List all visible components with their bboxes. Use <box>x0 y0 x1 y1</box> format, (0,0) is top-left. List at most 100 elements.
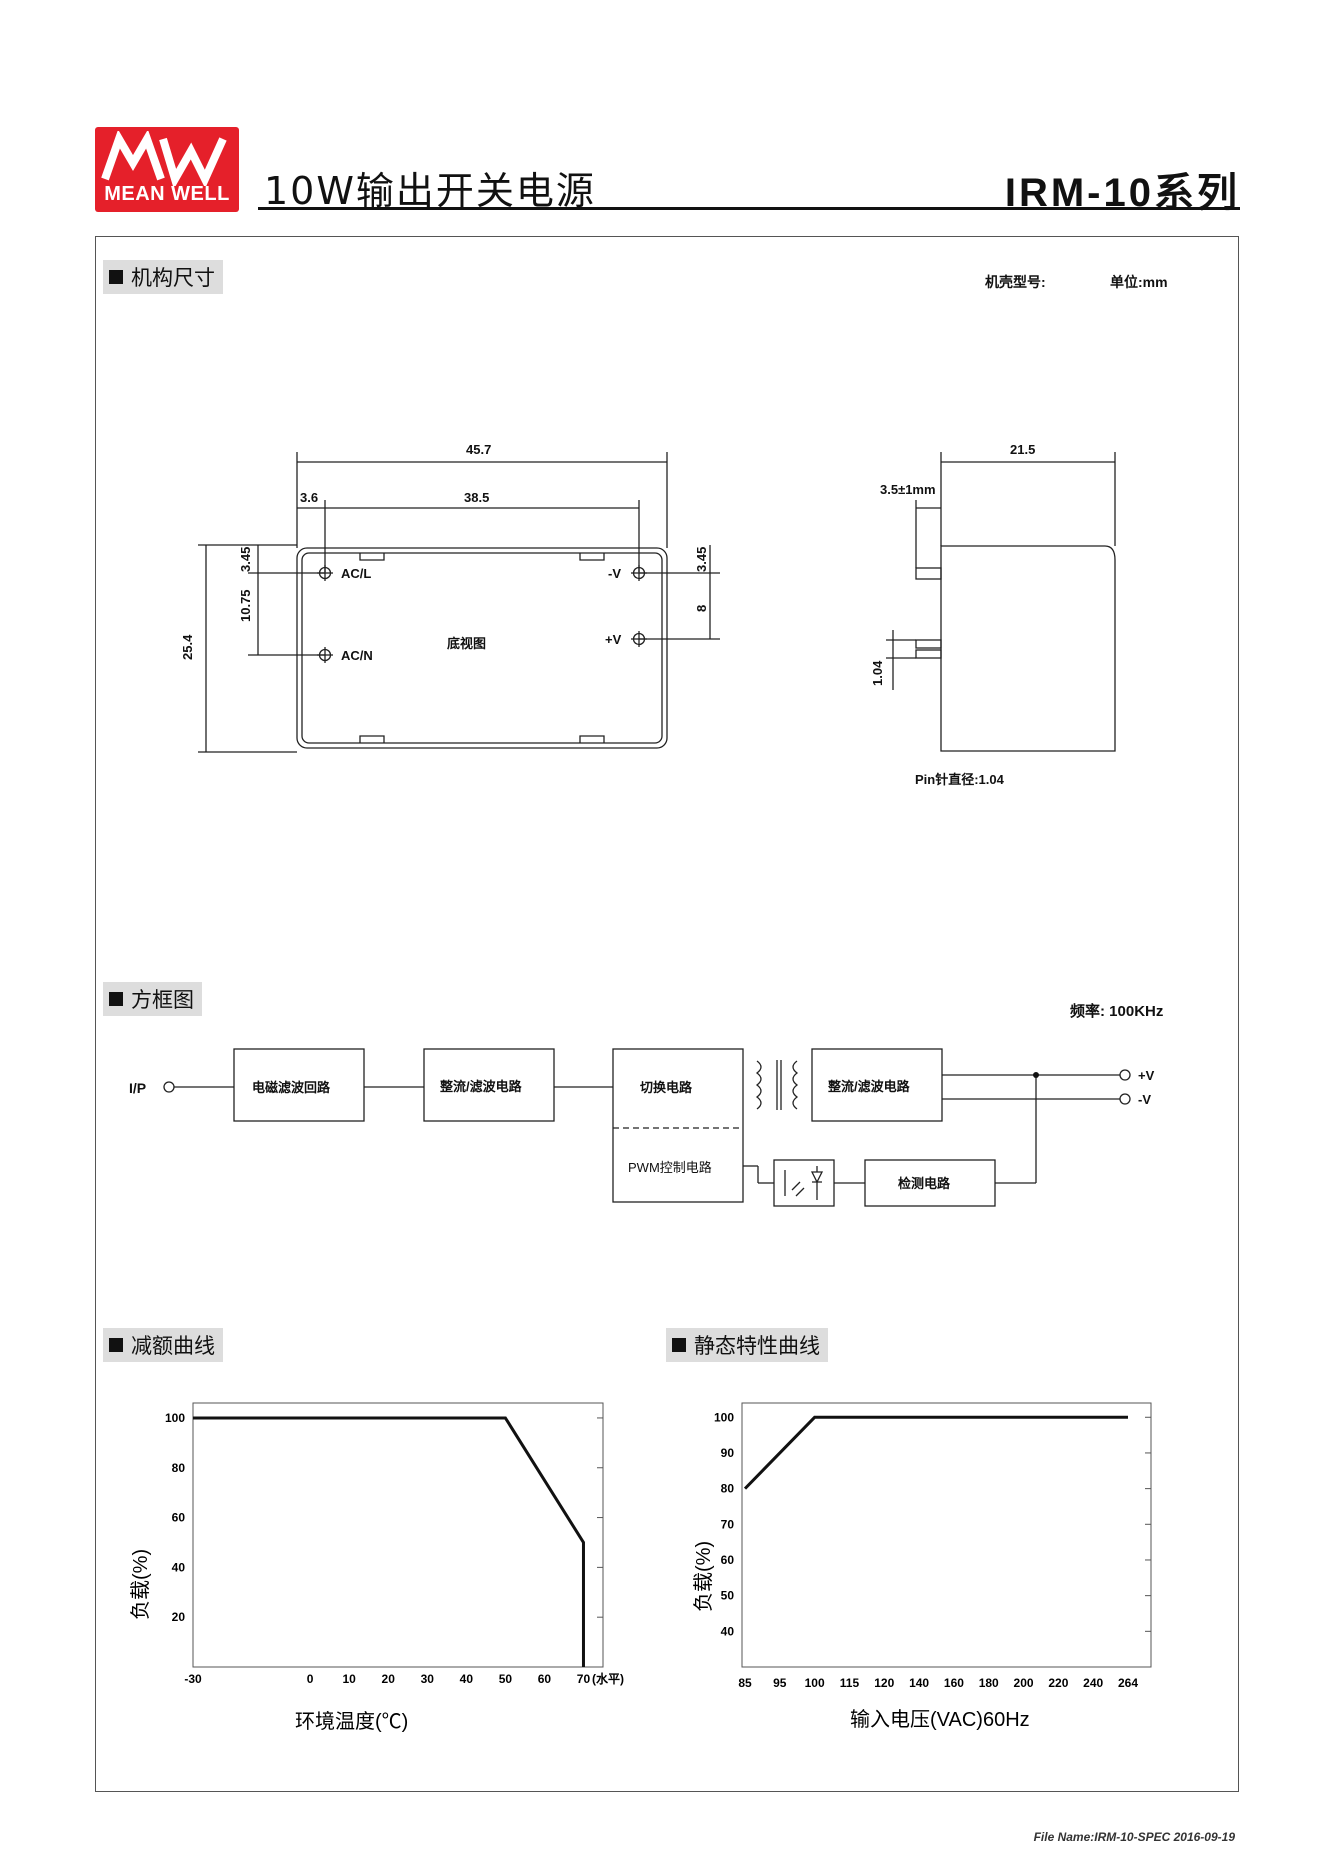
dim-edge: 3.6 <box>300 490 318 505</box>
derating-xtick: 60 <box>538 1672 552 1686</box>
block-emi <box>233 1048 365 1122</box>
section-title: 静态特性曲线 <box>694 1334 820 1358</box>
static-plot-area <box>741 1402 1152 1668</box>
bottom-view-label: 底视图 <box>447 636 486 651</box>
static-ytick: 80 <box>721 1482 735 1496</box>
derating-ytick: 40 <box>172 1560 186 1574</box>
section-title: 减额曲线 <box>131 1334 215 1358</box>
section-mechanical-header: 机构尺寸 <box>103 260 223 294</box>
block-rect2 <box>811 1048 943 1122</box>
switch-label: 切换电路 <box>640 1080 693 1095</box>
pin-label-vpos: +V <box>605 632 622 647</box>
block-rect1 <box>423 1048 555 1122</box>
static-xtick: 120 <box>874 1676 894 1690</box>
section-block-header: 方框图 <box>103 982 202 1016</box>
static-ytick: 40 <box>721 1624 735 1638</box>
rect1-label: 整流/滤波电路 <box>439 1079 523 1094</box>
derating-xlabel: 环境温度(℃) <box>295 1710 408 1733</box>
mean-well-logo: MEAN WELL <box>95 127 239 212</box>
static-xtick: 100 <box>805 1676 825 1690</box>
derating-ytick: 60 <box>172 1511 186 1525</box>
dim-pitch: 38.5 <box>464 490 489 505</box>
pwm-label: PWM控制电路 <box>628 1160 712 1175</box>
static-xtick: 160 <box>944 1676 964 1690</box>
static-xtick: 85 <box>738 1676 752 1690</box>
section-title: 机构尺寸 <box>131 266 215 290</box>
section-title: 方框图 <box>131 988 194 1012</box>
derating-xtick: 20 <box>382 1672 396 1686</box>
static-series-line <box>743 1415 1128 1490</box>
dim-top: 3.45 <box>238 547 253 572</box>
logo-text: MEAN WELL <box>104 183 230 205</box>
static-ytick: 50 <box>721 1589 735 1603</box>
content-frame <box>95 236 1239 1792</box>
static-ylabel: 负载(%) <box>692 1541 715 1612</box>
bullet-square-icon <box>109 992 123 1006</box>
static-xtick: 115 <box>840 1676 860 1690</box>
unit-label: 单位:mm <box>1110 274 1168 290</box>
derating-xtick: 0 <box>307 1672 314 1686</box>
pin-diameter-note: Pin针直径:1.04 <box>915 772 1005 787</box>
dim-height: 25.4 <box>180 634 195 660</box>
static-ytick: 100 <box>714 1410 734 1424</box>
static-ytick: 90 <box>721 1446 735 1460</box>
dim-ac-gap: 10.75 <box>238 589 253 622</box>
vpos-label: +V <box>1138 1068 1155 1083</box>
derating-ytick: 80 <box>172 1461 186 1475</box>
derating-xtick: 40 <box>460 1672 474 1686</box>
static-xtick: 95 <box>773 1676 787 1690</box>
bottom-view-inner <box>301 552 663 744</box>
derating-xtick: 70 <box>577 1672 591 1686</box>
dim-pin-length: 3.5±1mm <box>880 482 936 497</box>
case-label: 机壳型号: <box>985 274 1046 290</box>
bullet-square-icon <box>109 1338 123 1352</box>
dim-side-depth: 21.5 <box>1010 442 1035 457</box>
derating-xtick: -30 <box>184 1672 202 1686</box>
frequency-label: 频率: 100KHz <box>1070 1003 1164 1020</box>
pin-label-acl: AC/L <box>341 566 371 581</box>
dim-width: 45.7 <box>466 442 491 457</box>
side-view-body <box>940 545 1116 752</box>
derating-xtick: 30 <box>421 1672 435 1686</box>
page-title: 10W输出开关电源 <box>264 169 596 213</box>
static-xlabel: 输入电压(VAC)60Hz <box>850 1708 1030 1731</box>
transformer-secondary <box>792 1060 799 1110</box>
mw-logo-icon <box>101 131 227 186</box>
static-xtick: 180 <box>979 1676 999 1690</box>
static-xtick: 264 <box>1118 1676 1138 1690</box>
bullet-square-icon <box>109 270 123 284</box>
derating-series-line <box>193 1416 585 1667</box>
static-xtick: 140 <box>909 1676 929 1690</box>
header-rule <box>258 207 1240 210</box>
bottom-view-body <box>296 547 668 749</box>
transformer-primary <box>755 1060 762 1110</box>
footer-file-info: File Name:IRM-10-SPEC 2016-09-19 <box>1033 1830 1235 1844</box>
rect2-label: 整流/滤波电路 <box>827 1079 911 1094</box>
block-switch-pwm <box>612 1048 744 1203</box>
static-ytick: 60 <box>721 1553 735 1567</box>
static-xtick: 220 <box>1048 1676 1068 1690</box>
static-xtick: 240 <box>1083 1676 1103 1690</box>
detect-label: 检测电路 <box>898 1176 951 1191</box>
vneg-label: -V <box>1138 1092 1151 1107</box>
section-derating-header: 减额曲线 <box>103 1328 223 1362</box>
derating-xtick: 10 <box>343 1672 357 1686</box>
pin-label-vneg: -V <box>608 566 621 581</box>
bullet-square-icon <box>672 1338 686 1352</box>
emi-label: 电磁滤波回路 <box>252 1080 331 1095</box>
static-xtick: 200 <box>1014 1676 1034 1690</box>
derating-ylabel: 负载(%) <box>129 1549 152 1620</box>
derating-xaxis-note: (水平) <box>592 1671 624 1686</box>
dim-v-gap: 8 <box>694 605 709 612</box>
ip-label: I/P <box>129 1080 146 1096</box>
static-ytick: 70 <box>721 1517 735 1531</box>
section-static-header: 静态特性曲线 <box>666 1328 828 1362</box>
derating-ytick: 100 <box>165 1411 185 1425</box>
derating-plot-area <box>192 1402 604 1668</box>
dim-pin-gap: 1.04 <box>870 660 885 686</box>
derating-ytick: 20 <box>172 1610 186 1624</box>
derating-xtick: 50 <box>499 1672 513 1686</box>
